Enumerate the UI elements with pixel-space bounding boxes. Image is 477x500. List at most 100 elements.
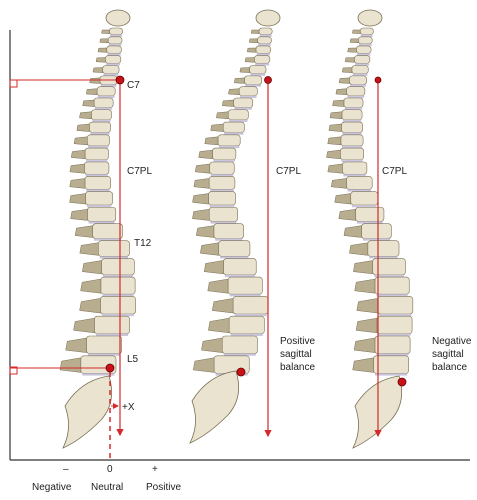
- spine-negative-bones: [326, 9, 414, 449]
- intervertebral-disc: [369, 256, 398, 259]
- vertebra: [376, 315, 413, 335]
- spinous-process: [332, 99, 345, 107]
- spinous-process: [80, 278, 102, 294]
- vertebra: [341, 109, 363, 121]
- intervertebral-disc: [347, 189, 372, 192]
- intervertebral-disc: [82, 373, 115, 376]
- tick-label-negative: Negative: [32, 482, 72, 493]
- spinous-process: [65, 337, 87, 353]
- spinous-process: [208, 317, 230, 334]
- vertebra: [100, 276, 136, 295]
- vertebra: [346, 176, 373, 190]
- spine-positive: C7PL Positive sagittal balance: [189, 9, 315, 444]
- reference-axes: [9, 30, 470, 461]
- spinous-process: [326, 149, 341, 160]
- intervertebral-disc: [215, 238, 243, 241]
- right-angle-marker-c7: [9, 79, 18, 88]
- intervertebral-disc: [97, 95, 115, 98]
- intervertebral-disc: [229, 119, 248, 123]
- spinous-process: [192, 193, 209, 205]
- intervertebral-disc: [250, 73, 266, 76]
- spinous-process: [76, 123, 90, 132]
- spinous-process: [70, 149, 86, 160]
- vertebra: [228, 315, 265, 335]
- spinous-process: [59, 357, 82, 373]
- intervertebral-disc: [210, 221, 237, 224]
- vertebra: [249, 65, 267, 74]
- spinous-process: [353, 337, 376, 353]
- spinous-process: [330, 178, 347, 189]
- spinous-process: [73, 136, 88, 146]
- vertebra: [358, 36, 373, 45]
- intervertebral-disc: [344, 107, 363, 110]
- right-angle-marker-l5: [9, 366, 18, 375]
- spinous-process: [70, 208, 88, 221]
- label-c7: C7: [127, 80, 140, 91]
- l5-marker: [105, 363, 115, 373]
- intervertebral-disc: [106, 63, 121, 66]
- intervertebral-disc: [230, 333, 263, 337]
- intervertebral-disc: [341, 159, 363, 162]
- intervertebral-disc: [342, 132, 362, 135]
- spinous-process: [74, 225, 93, 238]
- intervertebral-disc: [342, 119, 362, 123]
- vertebra: [85, 191, 113, 206]
- label-t12: T12: [134, 238, 152, 249]
- spinous-process: [195, 225, 215, 238]
- label-l5: L5: [127, 354, 139, 365]
- vertebra: [91, 109, 112, 121]
- spinous-process: [352, 357, 374, 373]
- vertebra: [355, 206, 385, 222]
- intervertebral-disc: [88, 353, 121, 356]
- spinous-process: [356, 298, 378, 314]
- intervertebral-disc: [224, 132, 244, 135]
- intervertebral-disc: [375, 373, 408, 376]
- vertebra: [255, 45, 271, 54]
- intervertebral-disc: [255, 63, 270, 66]
- spinous-process: [354, 278, 376, 294]
- spinous-process: [193, 178, 210, 189]
- spinous-process: [82, 99, 95, 107]
- intervertebral-disc: [107, 53, 121, 56]
- spinous-process: [222, 99, 234, 107]
- intervertebral-disc: [85, 174, 108, 177]
- vertebra: [227, 276, 263, 295]
- spinous-process: [97, 47, 107, 53]
- spinous-process: [89, 77, 101, 84]
- vertebra: [218, 240, 251, 257]
- vertebra: [104, 55, 122, 64]
- label-positive-3: balance: [280, 362, 315, 373]
- vertebra: [222, 121, 245, 133]
- intervertebral-disc: [258, 43, 271, 46]
- c7-marker-3: [374, 76, 382, 84]
- intervertebral-disc: [374, 274, 404, 278]
- spinous-process: [86, 88, 98, 96]
- vertebra: [87, 206, 117, 222]
- spinous-process: [69, 178, 86, 189]
- vertebra: [238, 86, 258, 97]
- spinous-process: [248, 38, 258, 44]
- intervertebral-disc: [378, 333, 411, 337]
- intervertebral-disc: [341, 145, 363, 149]
- spinous-process: [352, 29, 361, 34]
- intervertebral-disc: [218, 145, 240, 149]
- intervertebral-disc: [210, 189, 234, 192]
- vertebra: [221, 335, 258, 354]
- vertebra: [343, 97, 364, 108]
- vertebra: [101, 258, 135, 276]
- vertebra: [100, 296, 136, 315]
- vertebra: [258, 27, 273, 35]
- vertebra: [340, 147, 364, 161]
- tick-symbol-negative: –: [63, 464, 69, 475]
- spinous-process: [69, 193, 86, 205]
- vertebra: [106, 45, 122, 54]
- intervertebral-disc: [86, 189, 110, 192]
- vertebra: [359, 27, 374, 35]
- spinous-process: [338, 208, 356, 221]
- spinous-process: [349, 242, 369, 256]
- intervertebral-disc: [210, 174, 234, 177]
- tick-label-neutral: Neutral: [91, 482, 123, 493]
- intervertebral-disc: [256, 53, 270, 56]
- sacrum: [352, 375, 403, 449]
